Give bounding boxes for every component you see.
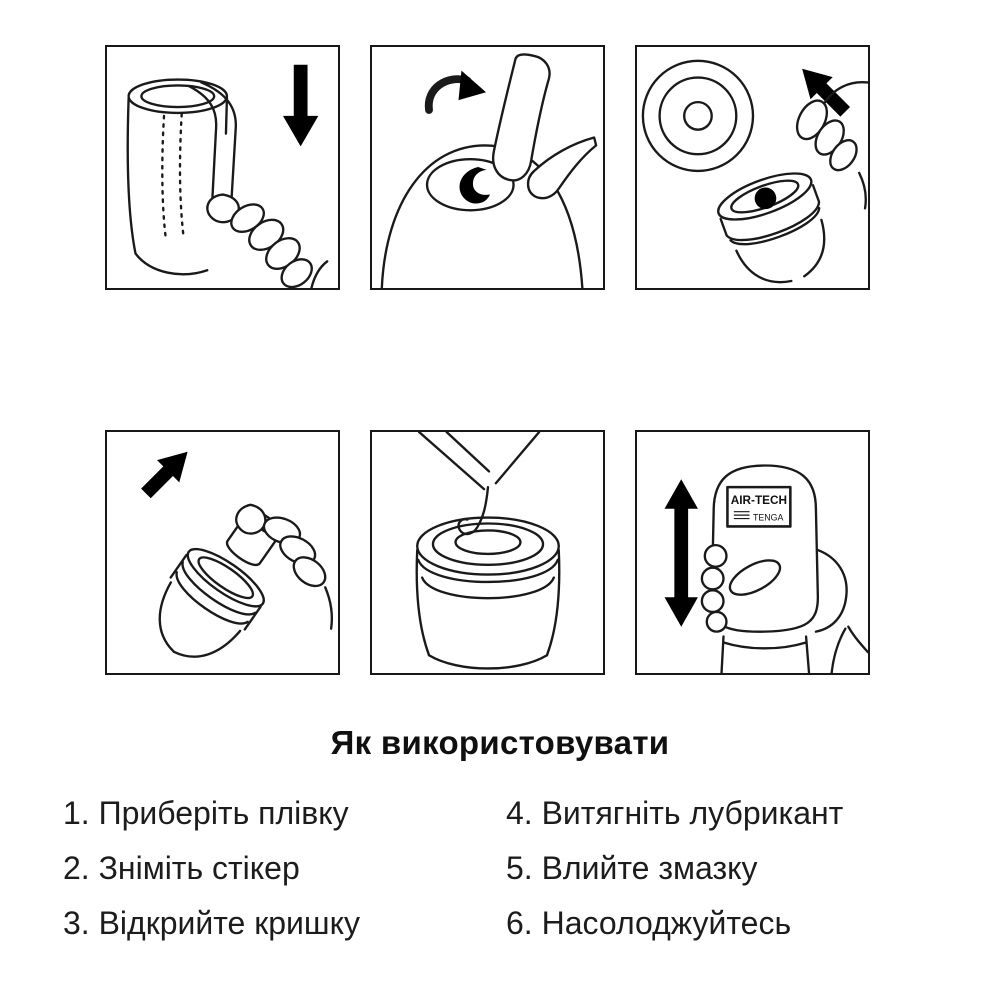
brand-text: TENGA <box>753 513 784 523</box>
cup-illustration <box>717 172 826 284</box>
step-item-6: 6. Насолоджуйтесь <box>506 905 792 941</box>
pull-lubricant-illustration <box>141 451 334 658</box>
step-item-4: 4. Витягніть лубрикант <box>506 795 844 831</box>
step-item-5: 5. Влийте змазку <box>506 850 758 886</box>
cup-illustration <box>126 78 229 276</box>
step-2-panel-remove-sticker <box>370 45 605 290</box>
arrow-up-down-icon <box>664 479 698 627</box>
step-4-panel-pull-lubricant <box>105 430 340 675</box>
cup-illustration <box>415 516 561 670</box>
device-illustration <box>710 464 820 673</box>
cap-illustration <box>641 59 755 173</box>
step-3-panel-open-cap <box>635 45 870 290</box>
step-item-1: 1. Приберіть плівку <box>63 795 349 831</box>
page-title: Як використовувати <box>330 724 670 761</box>
cup-illustration <box>158 547 265 658</box>
step-item-2: 2. Зніміть стікер <box>63 850 300 886</box>
sticker-tab <box>459 167 490 204</box>
hand-illustration <box>795 81 868 210</box>
product-label: AIR-TECH TENGA <box>726 485 792 528</box>
cup-illustration <box>380 144 584 288</box>
step-5-panel-pour-lubricant <box>370 430 605 675</box>
hand-illustration <box>700 543 868 673</box>
step-item-3: 3. Відкрийте кришку <box>63 905 360 941</box>
twist-arrow-icon <box>424 70 487 114</box>
hand-illustration <box>206 193 329 288</box>
steps-column-left: 1. Приберіть плівку 2. Зніміть стікер 3.… <box>63 786 360 951</box>
sachet-illustration <box>418 432 541 491</box>
film-strip <box>188 81 237 216</box>
product-name-text: AIR-TECH <box>731 494 787 507</box>
arrow-up-left-icon <box>802 68 851 117</box>
step-6-panel-enjoy: AIR-TECH TENGA <box>635 430 870 675</box>
peel-film-illustration <box>126 64 329 288</box>
arrow-down-icon <box>282 64 319 147</box>
pour-lubricant-illustration <box>415 432 561 670</box>
arrow-up-right-icon <box>141 451 188 499</box>
step-1-panel-peel-film <box>105 45 340 290</box>
enjoy-illustration: AIR-TECH TENGA <box>664 464 868 673</box>
remove-sticker-illustration <box>380 53 598 288</box>
lubricant-stream <box>457 485 490 536</box>
steps-column-right: 4. Витягніть лубрикант 5. Влийте змазку … <box>506 786 843 951</box>
hand-illustration <box>492 53 598 200</box>
hand-illustration <box>235 503 334 630</box>
open-cap-illustration <box>641 59 868 284</box>
